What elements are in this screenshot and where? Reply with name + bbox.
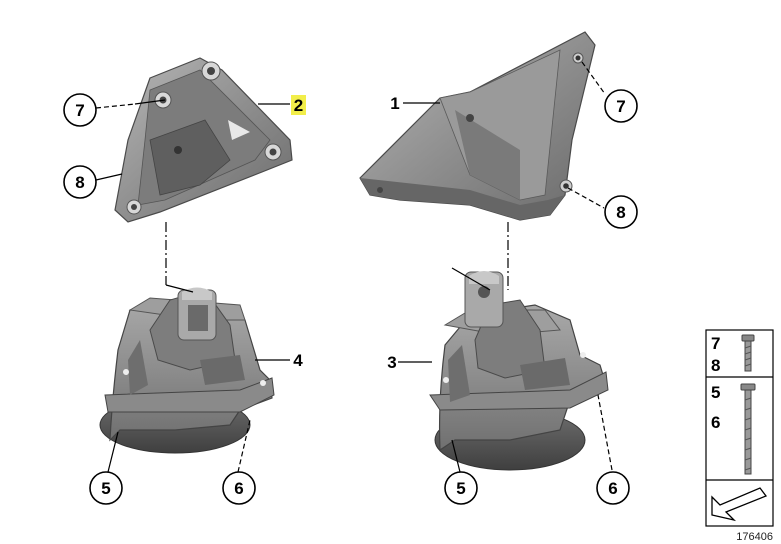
left-engine-bracket bbox=[114, 57, 293, 223]
arrow-icon bbox=[711, 487, 768, 522]
leader-8-right bbox=[567, 187, 605, 209]
legend-row-7-8: 7 8 bbox=[711, 334, 755, 375]
callout-7-left: 7 bbox=[63, 93, 97, 127]
callout-8-left: 8 bbox=[63, 165, 97, 199]
svg-text:7: 7 bbox=[75, 101, 84, 120]
svg-text:7: 7 bbox=[616, 97, 625, 116]
short-bolt-icon bbox=[741, 334, 755, 372]
leader-6-left bbox=[237, 419, 251, 473]
leader-7-left-solid bbox=[134, 99, 166, 105]
long-bolt-icon bbox=[740, 383, 756, 475]
leader-7-left bbox=[95, 103, 136, 109]
svg-text:7: 7 bbox=[711, 334, 720, 353]
leader-5-left bbox=[107, 431, 119, 473]
callout-2: 2 bbox=[291, 95, 306, 115]
svg-text:5: 5 bbox=[711, 383, 720, 402]
leader-lines bbox=[95, 61, 613, 473]
svg-text:4: 4 bbox=[293, 351, 303, 370]
callout-6-right: 6 bbox=[596, 471, 630, 505]
svg-text:6: 6 bbox=[234, 479, 243, 498]
leader-7-right bbox=[581, 61, 606, 95]
right-engine-mount bbox=[429, 271, 609, 471]
svg-text:5: 5 bbox=[456, 479, 465, 498]
legend-row-5-6: 5 6 bbox=[711, 383, 756, 475]
fastener-legend: 7 8 5 6 bbox=[705, 329, 774, 527]
leader-stud-right bbox=[451, 267, 491, 291]
svg-text:2: 2 bbox=[294, 96, 303, 115]
svg-text:6: 6 bbox=[608, 479, 617, 498]
callout-5-right: 5 bbox=[444, 471, 478, 505]
callout-1: 1 bbox=[390, 94, 399, 113]
svg-text:8: 8 bbox=[75, 173, 84, 192]
svg-text:8: 8 bbox=[711, 356, 720, 375]
svg-text:6: 6 bbox=[711, 413, 720, 432]
leader-8-left bbox=[95, 173, 123, 181]
leader-5-right bbox=[451, 439, 461, 473]
svg-text:5: 5 bbox=[101, 479, 110, 498]
callout-3: 3 bbox=[387, 353, 396, 372]
left-engine-mount bbox=[99, 287, 275, 454]
right-engine-bracket bbox=[359, 31, 596, 221]
callout-2-highlight bbox=[291, 95, 306, 115]
leader-6-right bbox=[597, 394, 613, 471]
svg-text:1: 1 bbox=[390, 94, 399, 113]
svg-text:8: 8 bbox=[616, 203, 625, 222]
callout-5-left: 5 bbox=[89, 471, 123, 505]
callout-6-left: 6 bbox=[222, 471, 256, 505]
diagram-number: 176406 bbox=[736, 531, 773, 543]
callout-8-right: 8 bbox=[604, 195, 638, 229]
svg-text:3: 3 bbox=[387, 353, 396, 372]
axis-left-solid bbox=[165, 284, 194, 293]
callout-4: 4 bbox=[293, 351, 303, 370]
callout-7-right: 7 bbox=[604, 89, 638, 123]
